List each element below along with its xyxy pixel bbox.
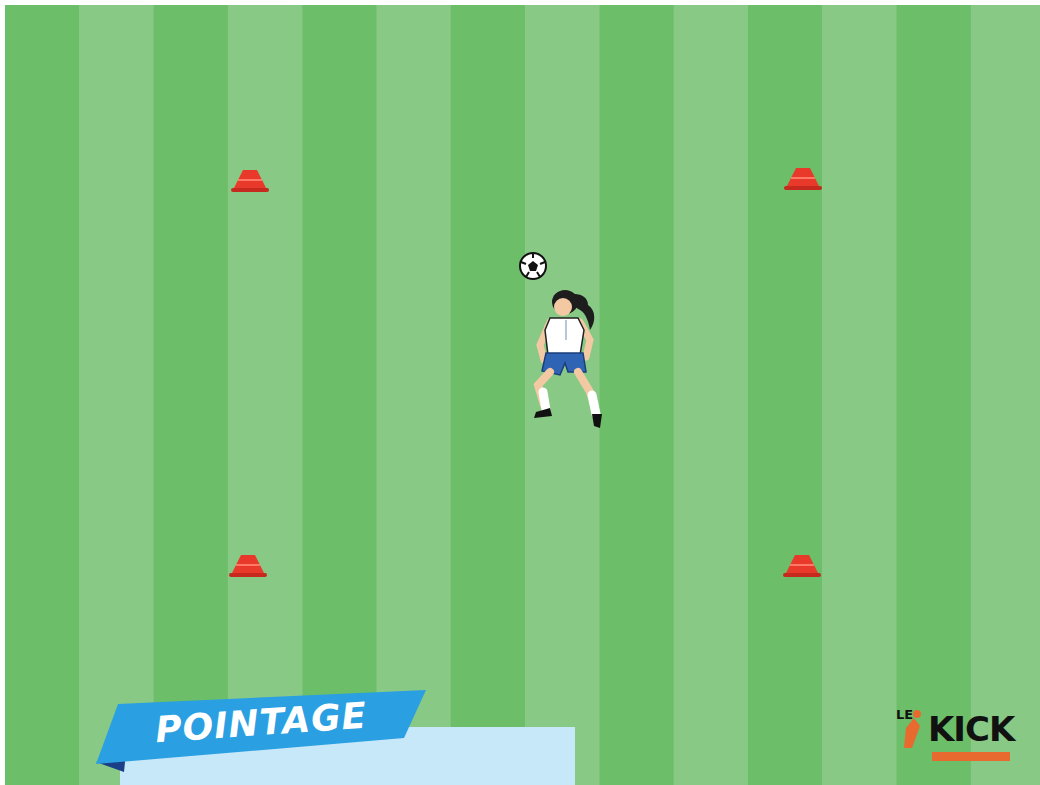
grass-stripe bbox=[971, 5, 1040, 785]
grass-stripe bbox=[525, 5, 600, 785]
logo-text: LE bbox=[896, 708, 913, 721]
grass-stripe bbox=[599, 5, 674, 785]
grass-stripe bbox=[748, 5, 823, 785]
grass-stripe bbox=[154, 5, 229, 785]
cone bbox=[229, 555, 267, 577]
grass-stripe bbox=[302, 5, 377, 785]
cone bbox=[784, 168, 822, 190]
player-figure bbox=[534, 290, 602, 428]
grass-stripe bbox=[822, 5, 897, 785]
grass-stripe bbox=[897, 5, 972, 785]
grass-stripe bbox=[451, 5, 526, 785]
grass-stripe bbox=[5, 5, 80, 785]
grass-stripe bbox=[79, 5, 154, 785]
title-banner: POINTAGE bbox=[96, 690, 426, 768]
grass-stripe bbox=[674, 5, 749, 785]
grass-stripe bbox=[377, 5, 452, 785]
cone bbox=[231, 170, 269, 192]
cone bbox=[783, 555, 821, 577]
logo-text: KICK bbox=[928, 712, 1014, 746]
grass-stripe bbox=[228, 5, 303, 785]
soccer-ball bbox=[520, 253, 546, 279]
